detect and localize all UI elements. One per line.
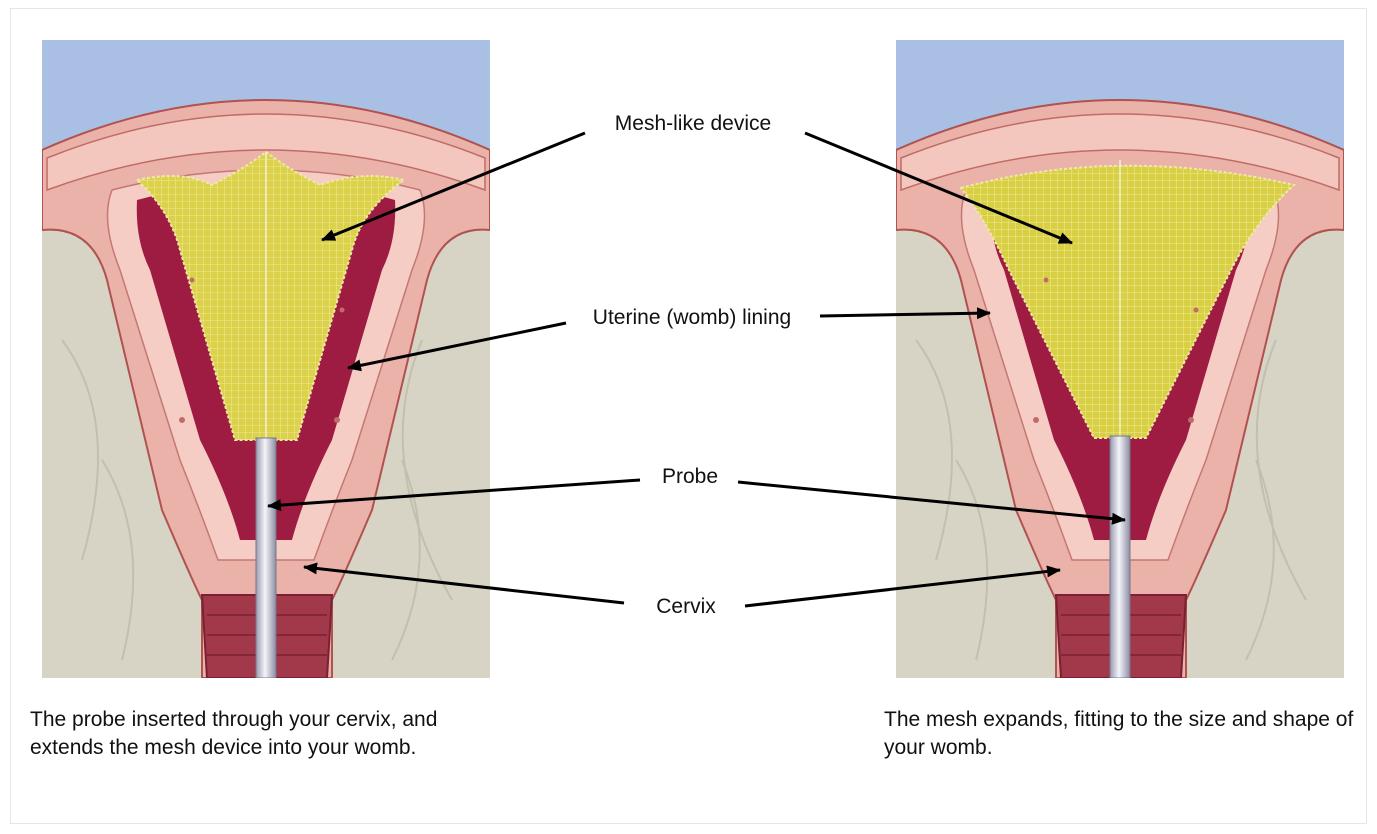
arrow-cervix-right — [745, 570, 1060, 606]
caption-expanded: The mesh expands, fitting to the size an… — [884, 706, 1354, 762]
arrow-mesh-left — [322, 133, 585, 240]
arrow-probe-left — [268, 480, 640, 506]
arrow-lining-left — [348, 323, 566, 368]
arrow-probe-right — [738, 482, 1125, 520]
arrow-cervix-left — [304, 567, 624, 603]
arrow-lining-right — [820, 313, 990, 316]
caption-inserted: The probe inserted through your cervix, … — [30, 706, 470, 762]
label-cervix: Cervix — [652, 595, 720, 619]
label-uterine-lining: Uterine (womb) lining — [589, 306, 795, 330]
label-probe: Probe — [658, 465, 722, 489]
label-mesh-device: Mesh-like device — [611, 112, 775, 136]
arrow-mesh-right — [805, 133, 1072, 243]
